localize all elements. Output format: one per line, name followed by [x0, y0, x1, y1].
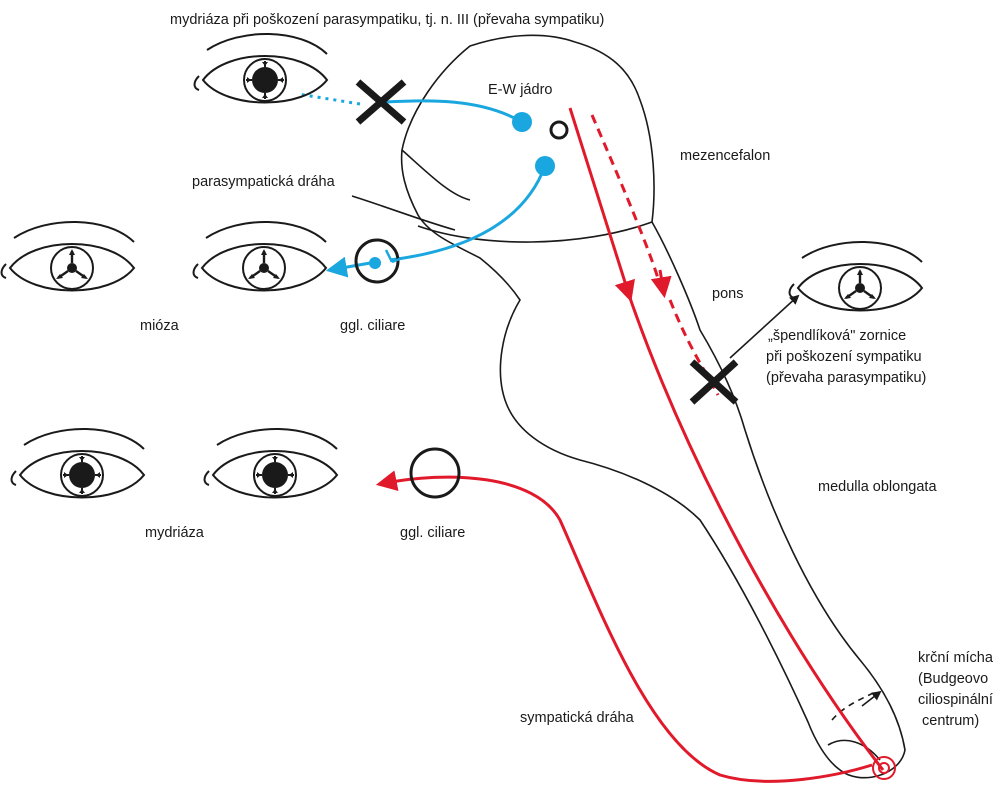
label-top: mydriáza při poškození parasympatiku, tj…	[170, 12, 604, 28]
sympathetic-outflow	[380, 477, 872, 781]
label-krcni-4: centrum)	[922, 713, 979, 729]
label-krcni-3: ciliospinální	[918, 692, 993, 708]
ggl-synapse	[369, 257, 381, 269]
ggl-ciliare-2	[411, 449, 459, 497]
label-medulla: medulla oblongata	[818, 479, 937, 495]
eye-miosis-right	[194, 222, 327, 291]
ggl-synapse-fork	[386, 250, 402, 262]
label-mydriaza: mydriáza	[145, 525, 205, 541]
parasympathetic-path	[390, 166, 545, 260]
cord-section	[832, 692, 875, 720]
lesion-x-sympathetic	[692, 362, 736, 402]
label-parasympathetic-path: parasympatická dráha	[192, 174, 336, 190]
leader-parasympathetic	[352, 196, 455, 230]
label-ggl-2: ggl. ciliare	[400, 525, 465, 541]
upper-boundary	[402, 150, 470, 200]
pons-boundary	[418, 222, 652, 242]
label-pinpoint-1: „špendlíková" zornice	[768, 328, 906, 344]
label-ggl-1: ggl. ciliare	[340, 318, 405, 334]
parasympathetic-top-dotted	[298, 94, 360, 104]
sympathetic-dashed-arrow	[660, 270, 664, 294]
label-krcni-2: (Budgeovo	[918, 671, 988, 687]
label-sympathetic-path: sympatická dráha	[520, 710, 635, 726]
brainstem-outline	[402, 35, 905, 777]
label-mezencefalon: mezencefalon	[680, 148, 770, 164]
label-pons: pons	[712, 286, 743, 302]
label-mioza: mióza	[140, 318, 180, 334]
label-ew: E-W jádro	[488, 82, 552, 98]
ew-nucleus-dot-1	[512, 112, 532, 132]
eye-pinpoint	[790, 242, 923, 311]
ew-nucleus-ring	[551, 122, 567, 138]
label-pinpoint-3: (převaha parasympatiku)	[766, 370, 926, 386]
eye-mydriasis-right	[205, 429, 338, 498]
sympathetic-descending-cont	[630, 298, 883, 770]
label-pinpoint-2: při poškození sympatiku	[766, 349, 922, 365]
eye-miosis-left	[2, 222, 135, 291]
eye-top-mydriasis	[195, 34, 328, 103]
label-krcni-1: krční mícha	[918, 650, 994, 666]
eye-mydriasis-left	[12, 429, 145, 498]
ciliospinal-center-ring	[873, 757, 895, 779]
